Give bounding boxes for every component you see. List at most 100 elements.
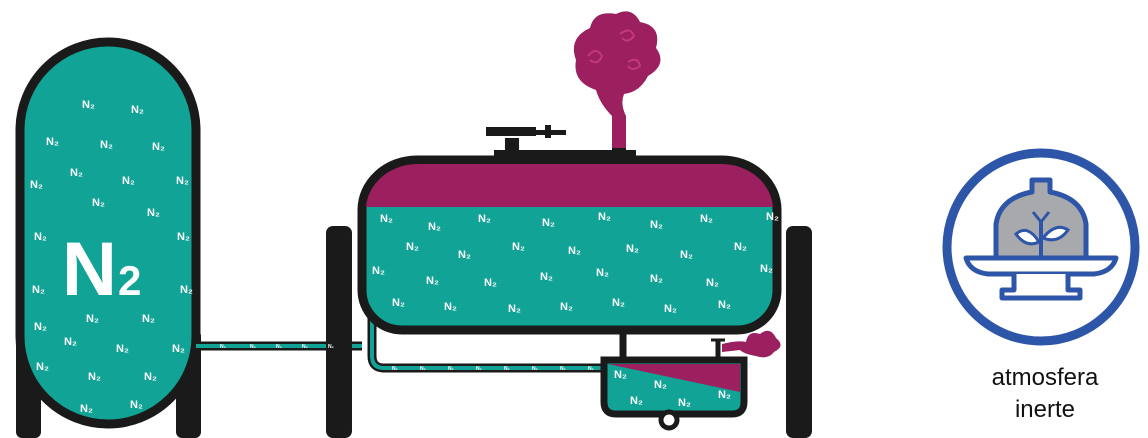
n2-molecule-label: N₂ — [598, 211, 611, 223]
n2-molecule-label: N₂ — [478, 213, 491, 225]
main-tank-leg-left — [326, 226, 352, 438]
n2-molecule-label: N₂ — [612, 297, 625, 309]
smoke-swirl-3 — [627, 58, 642, 70]
icon-stand — [999, 274, 1083, 301]
n2-molecule-label: N₂ — [276, 344, 282, 350]
n2-molecule-label: N₂ — [700, 213, 713, 225]
n2-molecule-label: N₂ — [406, 241, 419, 253]
caption-line-2: inerte — [1014, 396, 1076, 423]
n2-molecule-label: N₂ — [512, 241, 525, 253]
n2-molecule-label: N₂ — [122, 175, 135, 187]
n2-molecule-label: N₂ — [34, 231, 47, 243]
tank-lid-riser-left — [505, 138, 519, 154]
n2-molecule-label: N₂ — [176, 175, 189, 187]
n2-molecule-label: N₂ — [180, 284, 193, 296]
vent-smoke — [573, 11, 661, 149]
n2-molecule-label: N₂ — [250, 344, 256, 350]
n2-molecule-label: N₂ — [80, 403, 93, 415]
n2-molecule-label: N₂ — [328, 344, 334, 350]
n2-molecule-label: N₂ — [88, 371, 101, 383]
n2-molecule-label: N₂ — [36, 361, 49, 373]
n2-molecule-label: N₂ — [177, 231, 190, 243]
left-tank-molecules: N₂ N₂ N₂ N₂ N₂ N₂ N₂ N₂ N₂ N₂ N₂ N₂ N₂ N₂ N₂ N₂ N₂ N₂ N₂ N₂… — [30, 99, 193, 415]
n2-molecule-label: N₂ — [70, 167, 83, 179]
n2-molecule-label: N₂ — [426, 275, 439, 287]
n2-molecule-label: N₂ — [476, 366, 482, 372]
n2-molecule-label: N₂ — [650, 273, 663, 285]
n2-molecule-label: N₂ — [706, 277, 719, 289]
n2-molecule-label: N₂ — [86, 313, 99, 325]
n2-molecule-label: N₂ — [664, 303, 677, 315]
n2-molecule-label: N₂ — [766, 211, 779, 223]
tank-big-label-subscript: 2 — [118, 257, 141, 304]
drain-smoke — [722, 330, 781, 358]
n2-molecule-label: N₂ — [130, 399, 143, 411]
n2-molecule-label: N₂ — [147, 207, 160, 219]
drain-tank-vapor — [608, 364, 740, 392]
n2-molecule-label: N₂ — [626, 243, 639, 255]
n2-molecule-label: N₂ — [64, 336, 77, 348]
n2-molecule-label: N₂ — [30, 179, 43, 191]
n2-molecule-label: N₂ — [172, 343, 185, 355]
n2-molecule-label: N₂ — [116, 343, 129, 355]
hatch-handle — [486, 127, 536, 136]
drain-valve — [658, 409, 680, 431]
n2-molecule-label: N₂ — [46, 136, 59, 148]
n2-molecule-label: N₂ — [92, 197, 105, 209]
n2-molecule-label: N₂ — [142, 313, 155, 325]
caption-line-1: atmosfera — [991, 364, 1099, 391]
n2-molecule-label: N₂ — [532, 366, 538, 372]
inert-atmosphere-caption: atmosfera inerte — [960, 362, 1130, 426]
main-tank-molecules: N₂ N₂ N₂ N₂ N₂ N₂ N₂ N₂ N₂ N₂ N₂ N₂ N₂ N₂ N₂ N₂ N₂ N₂ N₂ N₂… — [372, 211, 779, 315]
n2-molecule-label: N₂ — [448, 366, 454, 372]
n2-molecule-label: N₂ — [542, 217, 555, 229]
vapor-space — [366, 163, 773, 207]
n2-molecule-label: N₂ — [760, 263, 773, 275]
n2-molecule-label: N₂ — [220, 344, 226, 350]
n2-molecule-label: N₂ — [630, 395, 643, 407]
n2-molecule-label: N₂ — [718, 299, 731, 311]
leaf-sprout-icon — [1013, 211, 1071, 256]
n2-molecule-label: N₂ — [131, 104, 144, 116]
n2-molecule-label: N₂ — [392, 366, 398, 372]
nitrogen-supply-tank: N 2 — [15, 37, 201, 438]
pipe-molecules: N₂ N₂ N₂ N₂ N₂ N₂ N₂ N₂ N₂ N₂ N₂ N₂ N₂ — [220, 344, 594, 372]
n2-molecule-label: N₂ — [588, 366, 594, 372]
smoke-swirl-2 — [619, 29, 636, 42]
n2-molecule-label: N₂ — [484, 277, 497, 289]
drain-tank — [600, 330, 781, 431]
n2-molecule-label: N₂ — [654, 379, 667, 391]
n2-molecule-label: N₂ — [596, 267, 609, 279]
inert-atmosphere-icon — [942, 148, 1140, 346]
n2-molecule-label: N₂ — [540, 271, 553, 283]
main-tank-top — [486, 11, 661, 164]
n2-molecule-label: N₂ — [680, 249, 693, 261]
n2-molecule-label: N₂ — [718, 389, 731, 401]
n2-molecule-label: N₂ — [734, 241, 747, 253]
main-tank — [357, 155, 782, 335]
n2-molecule-label: N₂ — [34, 321, 47, 333]
tank-big-label: N — [62, 227, 117, 312]
n2-molecule-label: N₂ — [420, 366, 426, 372]
tank-body — [15, 37, 201, 429]
n2-molecule-label: N₂ — [560, 301, 573, 313]
n2-molecule-label: N₂ — [372, 265, 385, 277]
icon-tray — [963, 255, 1119, 277]
n2-molecule-label: N₂ — [152, 141, 165, 153]
main-tank-leg-right — [786, 226, 812, 438]
n2-molecule-label: N₂ — [444, 301, 457, 313]
n2-molecule-label: N₂ — [302, 344, 308, 350]
smoke-swirl-1 — [587, 50, 604, 64]
hatch-handle-pin — [545, 125, 551, 138]
inner-pipe-fill — [370, 318, 615, 370]
n2-molecule-label: N₂ — [392, 297, 405, 309]
n2-molecule-label: N₂ — [144, 371, 157, 383]
n2-molecule-label: N₂ — [380, 213, 393, 225]
n2-molecule-label: N₂ — [614, 369, 627, 381]
n2-molecule-label: N₂ — [508, 303, 521, 315]
n2-molecule-label: N₂ — [428, 221, 441, 233]
n2-molecule-label: N₂ — [560, 366, 566, 372]
n2-molecule-label: N₂ — [504, 366, 510, 372]
